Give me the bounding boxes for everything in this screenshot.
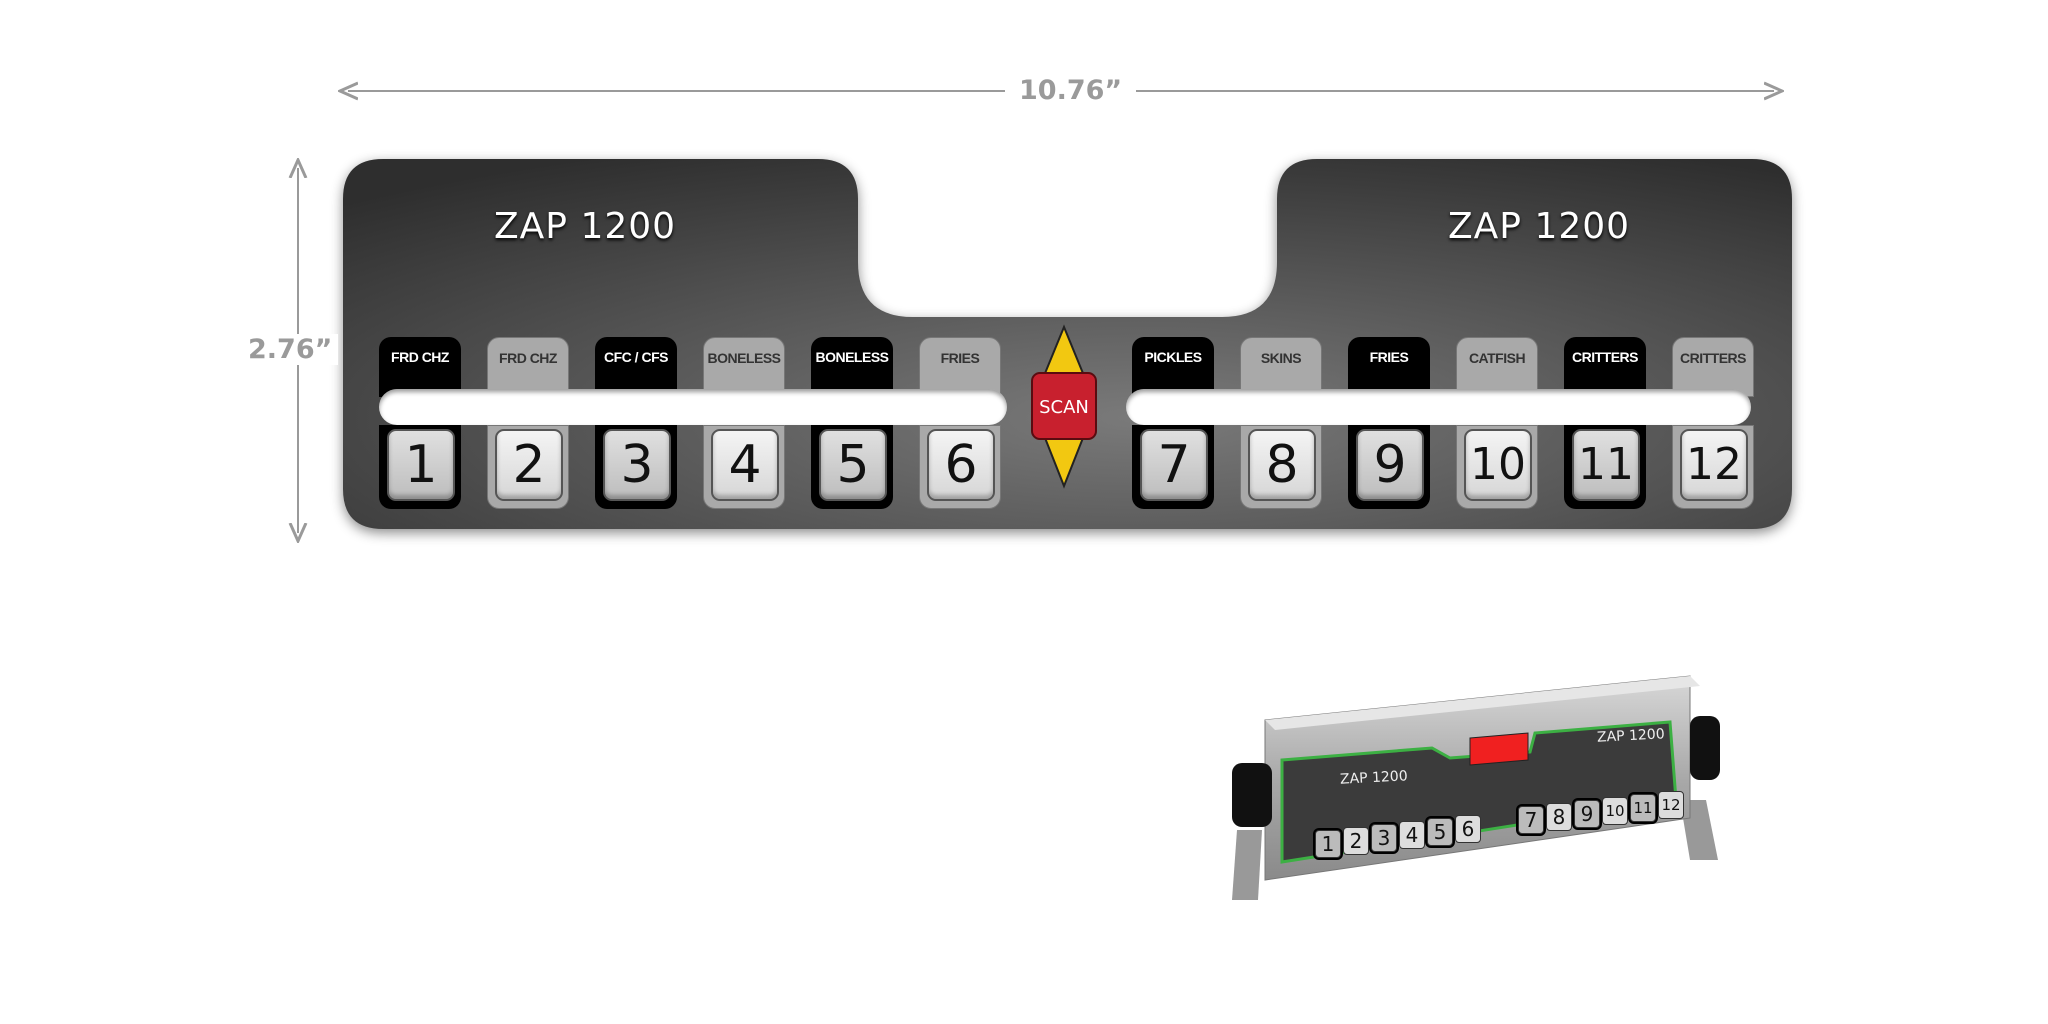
device-key-1: 1	[1315, 830, 1341, 858]
device-key-2: 2	[1343, 827, 1369, 855]
key-number[interactable]: 1	[387, 429, 455, 501]
key-label: FRIES	[1348, 337, 1430, 397]
key-number[interactable]: 2	[495, 429, 563, 501]
key-7[interactable]: PICKLES 7	[1132, 337, 1214, 509]
device-key-4: 4	[1399, 821, 1425, 849]
panel-title-left: ZAP 1200	[494, 206, 677, 247]
key-11[interactable]: CRITTERS 11	[1564, 337, 1646, 509]
key-label: BONELESS	[811, 337, 893, 397]
height-dimension-label: 2.76”	[242, 334, 339, 365]
device-key-11: 11	[1630, 794, 1656, 822]
key-4[interactable]: BONELESS 4	[703, 337, 785, 509]
key-9[interactable]: FRIES 9	[1348, 337, 1430, 509]
key-12[interactable]: CRITTERS 12	[1672, 337, 1754, 509]
key-10[interactable]: CATFISH 10	[1456, 337, 1538, 509]
device-key-12: 12	[1658, 791, 1684, 819]
device-photo	[1232, 675, 1720, 900]
key-label: FRD CHZ	[487, 337, 569, 397]
panel-title-right: ZAP 1200	[1448, 206, 1631, 247]
key-label: FRD CHZ	[379, 337, 461, 397]
key-number[interactable]: 8	[1248, 429, 1316, 501]
key-6[interactable]: FRIES 6	[919, 337, 1001, 509]
key-1[interactable]: FRD CHZ 1	[379, 337, 461, 509]
key-number[interactable]: 11	[1572, 429, 1640, 501]
key-label: CRITTERS	[1672, 337, 1754, 397]
key-number[interactable]: 4	[711, 429, 779, 501]
key-number[interactable]: 12	[1680, 429, 1748, 501]
key-label: BONELESS	[703, 337, 785, 397]
label-slot-right	[1126, 389, 1751, 425]
scan-button[interactable]: SCAN	[1031, 372, 1097, 440]
key-label: CRITTERS	[1564, 337, 1646, 397]
device-key-5: 5	[1427, 818, 1453, 846]
device-key-6: 6	[1455, 815, 1481, 843]
width-dimension-label: 10.76”	[1005, 75, 1137, 106]
key-number[interactable]: 9	[1356, 429, 1424, 501]
key-number[interactable]: 3	[603, 429, 671, 501]
key-8[interactable]: SKINS 8	[1240, 337, 1322, 509]
key-number[interactable]: 6	[927, 429, 995, 501]
key-number[interactable]: 7	[1140, 429, 1208, 501]
key-3[interactable]: CFC / CFS 3	[595, 337, 677, 509]
key-label: CATFISH	[1456, 337, 1538, 397]
key-label: SKINS	[1240, 337, 1322, 397]
device-key-3: 3	[1371, 824, 1397, 852]
key-5[interactable]: BONELESS 5	[811, 337, 893, 509]
key-number[interactable]: 5	[819, 429, 887, 501]
key-number[interactable]: 10	[1464, 429, 1532, 501]
key-label: FRIES	[919, 337, 1001, 397]
device-key-7: 7	[1518, 806, 1544, 834]
key-label: CFC / CFS	[595, 337, 677, 397]
device-key-10: 10	[1602, 797, 1628, 825]
device-key-8: 8	[1546, 803, 1572, 831]
key-2[interactable]: FRD CHZ 2	[487, 337, 569, 509]
device-key-9: 9	[1574, 800, 1600, 828]
key-label: PICKLES	[1132, 337, 1214, 397]
label-slot-left	[379, 389, 1007, 425]
